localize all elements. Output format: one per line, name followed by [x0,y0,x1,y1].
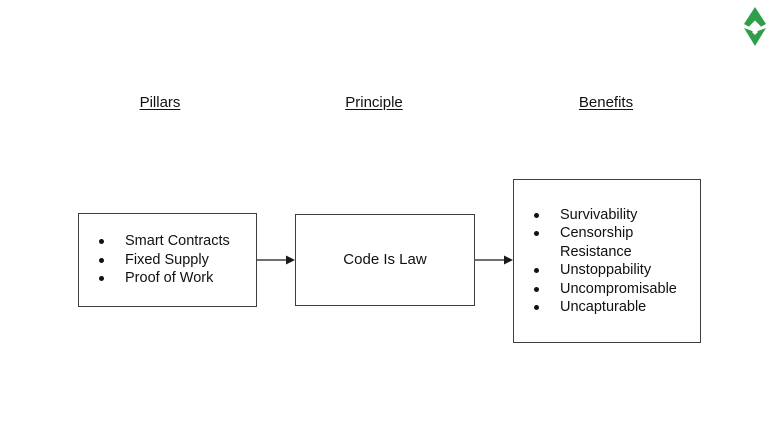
principle-label: Code Is Law [343,251,427,268]
principle-box: Code Is Law [295,214,475,306]
bullet-icon [99,276,104,282]
bullet-icon [534,231,539,236]
bullet-icon [534,305,539,310]
bullet-icon [99,239,104,245]
pillars-list: Smart Contracts Fixed Supply Proof of Wo… [79,232,256,288]
benefit-item: Uncompromisable [514,280,700,299]
benefit-item: Censorship Resistance [514,224,700,261]
pillar-item: Fixed Supply [79,251,256,270]
pillar-item-label: Proof of Work [125,270,214,287]
benefit-item-label: Uncompromisable [560,280,677,297]
pillar-item-label: Fixed Supply [125,251,209,268]
benefit-item: Unstoppability [514,261,700,280]
arrow-pillars-to-principle [257,255,295,265]
benefit-item: Survivability [514,206,700,225]
benefits-box: Survivability Censorship Resistance Unst… [513,179,701,343]
heading-pillars: Pillars [139,94,181,111]
bullet-icon [534,212,539,218]
bullet-icon [534,268,539,273]
benefit-item-label: Unstoppability [560,262,652,278]
pillars-box: Smart Contracts Fixed Supply Proof of Wo… [78,213,257,307]
ethereum-classic-logo-icon [744,7,766,46]
bullet-icon [534,286,539,292]
bullet-icon [99,257,104,263]
pillar-item-label: Smart Contracts [125,233,230,250]
benefit-item-label: Uncapturable [560,299,647,315]
benefit-item-label: Survivability [560,206,638,223]
pillar-item: Proof of Work [79,269,256,288]
pillar-item: Smart Contracts [79,232,256,251]
benefits-list: Survivability Censorship Resistance Unst… [514,206,700,317]
benefit-item: Uncapturable [514,298,700,317]
arrow-principle-to-benefits [475,255,513,265]
benefit-item-label: Censorship Resistance [560,225,634,260]
heading-benefits: Benefits [578,94,634,111]
heading-principle: Principle [345,94,403,111]
